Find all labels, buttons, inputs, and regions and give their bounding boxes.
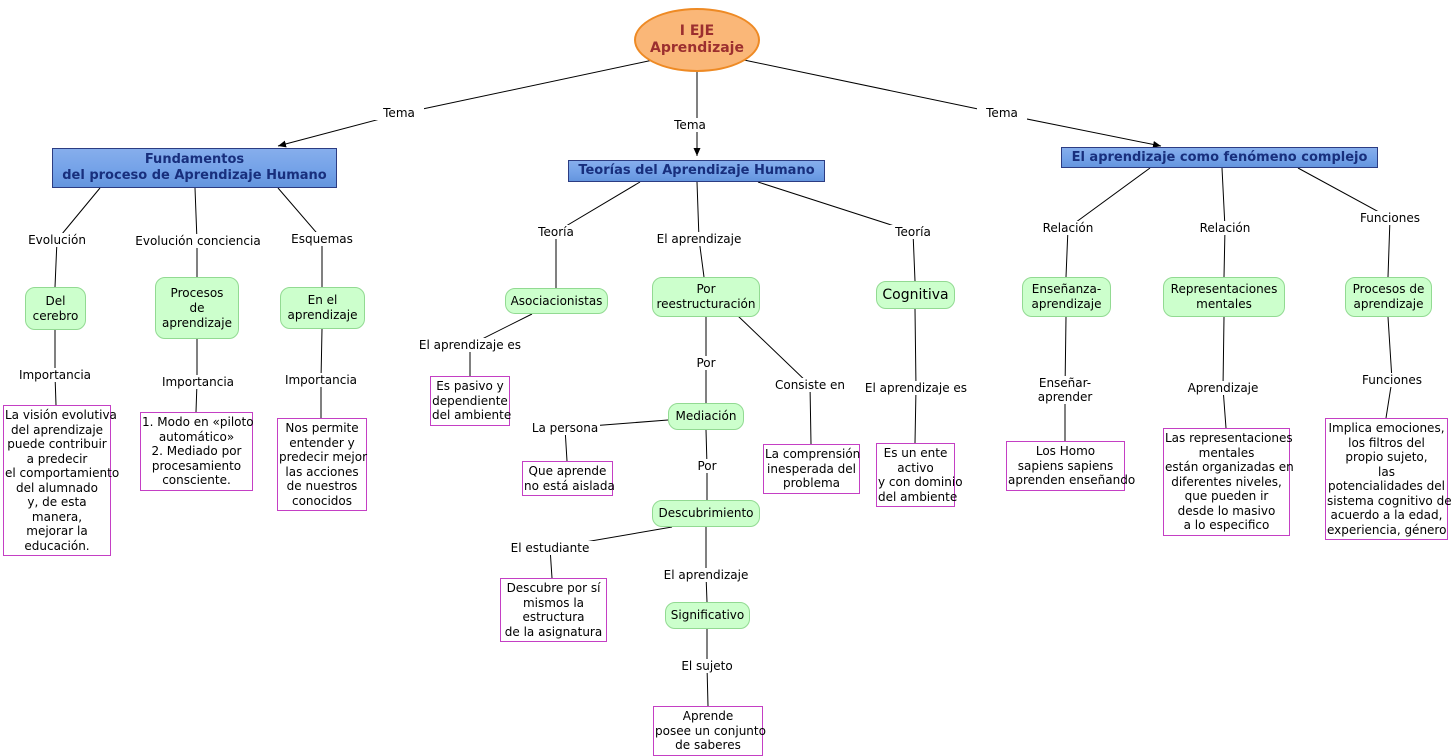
link-label-evolucion: Evolución <box>22 233 92 247</box>
detail-homo-sapiens[interactable]: Los Homo sapiens sapiens aprenden enseña… <box>1006 441 1135 491</box>
link-label-la-persona: La persona <box>530 421 600 435</box>
topic-fundamentos[interactable]: Fundamentos del proceso de Aprendizaje H… <box>52 148 337 188</box>
detail-implica-emociones[interactable]: Implica emociones, los filtros del propi… <box>1325 418 1452 540</box>
link-label-importancia-3: Importancia <box>281 373 361 387</box>
link-label-el-aprendizaje-2: El aprendizaje <box>661 568 751 582</box>
detail-comprension[interactable]: La comprensión inesperada del problema <box>763 444 860 494</box>
edge-procesos-implica <box>1385 316 1393 419</box>
link-label-consiste-en: Consiste en <box>770 378 850 392</box>
link-label-el-aprendizaje: El aprendizaje <box>654 232 744 246</box>
link-label-el-estudiante: El estudiante <box>505 541 595 555</box>
detail-nos-permite[interactable]: Nos permite entender y predecir mejor la… <box>277 418 367 511</box>
edge-root-to-complejo <box>743 59 1162 148</box>
topic-teorias[interactable]: Teorías del Aprendizaje Humano <box>568 160 825 182</box>
detail-aprende-saberes[interactable]: Aprende posee un conjunto de saberes <box>653 706 766 756</box>
concept-mediacion[interactable]: Mediación <box>668 403 744 430</box>
concept-descubrimiento[interactable]: Descubrimiento <box>652 500 760 527</box>
edge-cognitiva-ente-activo <box>914 308 917 444</box>
link-label-ensenar-aprender: Enseñar- aprender <box>1030 376 1100 404</box>
link-label-por-2: Por <box>692 459 722 473</box>
detail-ente-activo[interactable]: Es un ente activo y con dominio del ambi… <box>876 443 963 507</box>
detail-piloto-automatico[interactable]: 1. Modo en «piloto automático» 2. Mediad… <box>140 412 254 491</box>
link-label-importancia-2: Importancia <box>158 375 238 389</box>
link-label-importancia-1: Importancia <box>15 368 95 382</box>
detail-vision-evolutiva[interactable]: La visión evolutiva del aprendizaje pued… <box>3 405 119 556</box>
edge-descubrimiento-significativo <box>705 527 708 603</box>
link-label-tema-left: Tema <box>374 106 424 120</box>
link-label-el-aprendizaje-es-2: El aprendizaje es <box>861 381 971 395</box>
concept-representaciones-mentales[interactable]: Representaciones mentales <box>1163 277 1285 317</box>
edge-fundamentos-procesos <box>194 187 198 277</box>
concept-del-cerebro[interactable]: Del cerebro <box>25 287 86 330</box>
link-label-relacion-2: Relación <box>1190 221 1260 235</box>
link-label-teoria-1: Teoría <box>526 225 586 239</box>
link-label-el-aprendizaje-es-1: El aprendizaje es <box>415 338 525 352</box>
concept-procesos-de-aprendizaje[interactable]: Procesos de aprendizaje <box>155 277 239 339</box>
link-label-funciones-1: Funciones <box>1355 211 1425 225</box>
concept-asociacionistas[interactable]: Asociacionistas <box>505 288 608 314</box>
concept-significativo[interactable]: Significativo <box>665 602 750 629</box>
link-label-funciones-2: Funciones <box>1357 373 1427 387</box>
edge-representaciones-detail <box>1222 316 1227 429</box>
link-label-tema-right: Tema <box>977 106 1027 120</box>
link-label-teoria-2: Teoría <box>883 225 943 239</box>
concept-por-reestructuracion[interactable]: Por reestructuración <box>652 277 760 317</box>
link-label-relacion-1: Relación <box>1033 221 1103 235</box>
edge-root-to-fundamentos <box>277 59 654 148</box>
root-node[interactable]: I EJE Aprendizaje <box>634 8 760 72</box>
link-label-evolucion-conciencia: Evolución conciencia <box>133 234 263 248</box>
concept-en-el-aprendizaje[interactable]: En el aprendizaje <box>280 287 365 329</box>
detail-descubre[interactable]: Descubre por sí mismos la estructura de … <box>500 578 607 642</box>
link-label-tema-center: Tema <box>665 118 715 132</box>
concept-ensenanza-aprendizaje[interactable]: Enseñanza- aprendizaje <box>1022 277 1111 317</box>
topic-complejo[interactable]: El aprendizaje como fenómeno complejo <box>1061 147 1378 168</box>
concept-procesos-de-aprendizaje-2[interactable]: Procesos de aprendizaje <box>1345 277 1432 317</box>
concept-cognitiva[interactable]: Cognitiva <box>876 281 955 309</box>
link-label-el-sujeto: El sujeto <box>672 659 742 673</box>
link-label-aprendizaje: Aprendizaje <box>1183 381 1263 395</box>
edge-teorias-reestructuracion <box>696 181 705 278</box>
detail-representaciones-niveles[interactable]: Las representaciones mentales están orga… <box>1163 428 1294 536</box>
link-label-esquemas: Esquemas <box>287 232 357 246</box>
detail-que-aprende[interactable]: Que aprende no está aislada <box>522 461 615 496</box>
link-label-por-1: Por <box>691 356 721 370</box>
detail-es-pasivo[interactable]: Es pasivo y dependiente del ambiente <box>430 376 511 426</box>
